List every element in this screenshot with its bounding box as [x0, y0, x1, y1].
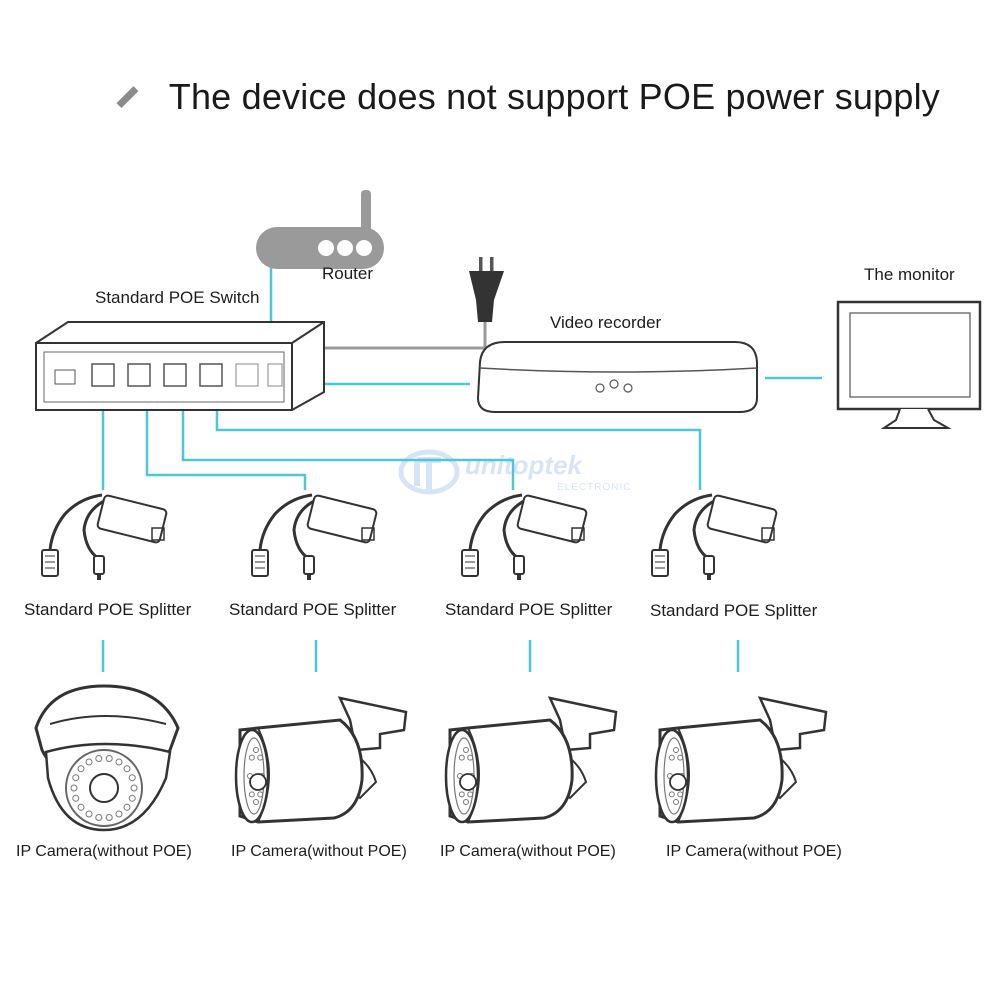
- video-recorder-icon: [476, 341, 758, 413]
- switch-splitter-2-link: [145, 393, 307, 490]
- watermark-subtext: ELECTRONIC: [557, 482, 632, 493]
- dome-camera-icon: [34, 684, 180, 832]
- switch-splitter-3-link: [181, 393, 515, 490]
- switch-splitter-4-link: [215, 393, 702, 490]
- poe-splitter-icon: [651, 493, 778, 580]
- splitter-label-3: Standard POE Splitter: [445, 600, 613, 619]
- poe-splitter-icon: [41, 493, 168, 580]
- bullet-camera-icon: [444, 696, 618, 824]
- camera-label-4: IP Camera(without POE): [666, 843, 842, 860]
- page-title: The device does not support POE power su…: [168, 76, 940, 117]
- bullet-camera-icon: [234, 696, 408, 824]
- title-row: The device does not support POE power su…: [116, 72, 940, 122]
- splitter-label-1: Standard POE Splitter: [24, 600, 192, 619]
- watermark-logo: unitoptek ELECTRONIC: [395, 442, 645, 502]
- monitor-icon: [836, 300, 982, 429]
- watermark-text: unitoptek: [465, 450, 582, 480]
- poe-splitter-icon: [251, 493, 378, 580]
- poe-splitter-icon: [461, 493, 588, 580]
- camera-label-2: IP Camera(without POE): [231, 843, 407, 860]
- recorder-label: Video recorder: [550, 313, 662, 332]
- splitter-label-4: Standard POE Splitter: [650, 601, 818, 620]
- router-label: Router: [322, 264, 374, 283]
- camera-label-3: IP Camera(without POE): [440, 843, 616, 860]
- switch-label: Standard POE Switch: [95, 288, 260, 307]
- splitter-label-2: Standard POE Splitter: [229, 600, 397, 619]
- poe-switch-icon: [35, 321, 325, 411]
- camera-label-1: IP Camera(without POE): [16, 843, 192, 860]
- cameras-layer: [34, 684, 828, 832]
- monitor-label: The monitor: [864, 265, 955, 284]
- bullet-camera-icon: [654, 696, 828, 824]
- router-icon: [256, 190, 384, 269]
- splitters-layer: [41, 493, 778, 580]
